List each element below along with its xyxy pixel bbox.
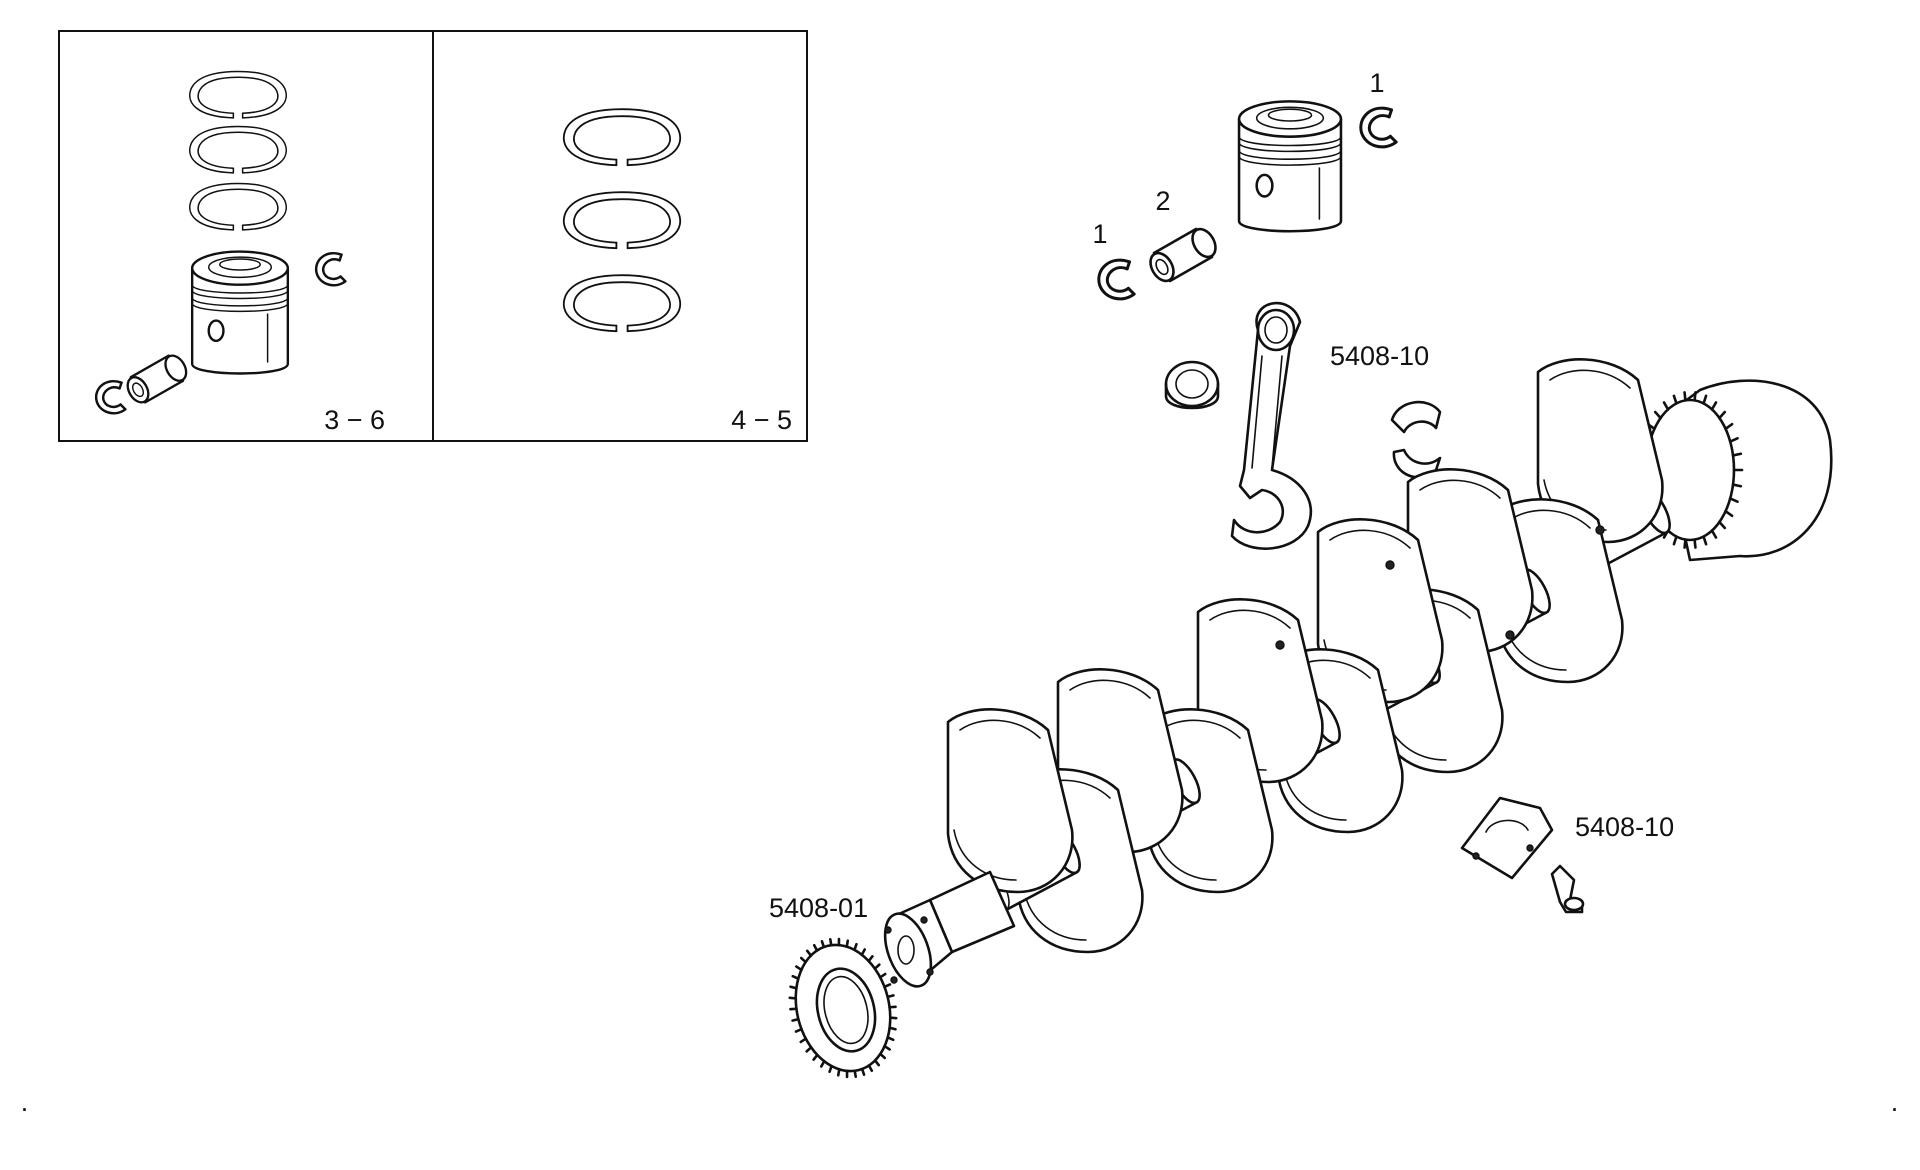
snap-ring xyxy=(1359,106,1398,149)
compression-ring-1 xyxy=(189,70,287,119)
snap-ring xyxy=(314,251,347,287)
ring-set-inset xyxy=(562,108,682,333)
snap-ring xyxy=(94,379,127,415)
piston-pin-bushing xyxy=(1144,223,1222,287)
compression-ring-2 xyxy=(189,125,287,174)
bearing-bolt xyxy=(1550,864,1585,914)
piston xyxy=(190,250,290,375)
compression-ring-2 xyxy=(562,191,682,250)
range-label-right: 4 − 5 xyxy=(731,405,792,435)
callout-conrod-group: 5408-10 xyxy=(1330,341,1429,371)
crankshaft xyxy=(883,358,1833,988)
snap-ring xyxy=(1097,258,1136,301)
edge-mark-left: · xyxy=(20,1093,29,1123)
callout-main-bearing-group: 5408-10 xyxy=(1575,812,1674,842)
main-piston-group xyxy=(1097,100,1398,301)
connecting-rod xyxy=(1230,301,1313,550)
main-bearing-shell xyxy=(1460,796,1554,880)
crankshaft-gear xyxy=(788,937,898,1079)
inset-panels xyxy=(58,30,808,442)
oil-ring xyxy=(189,182,287,231)
compression-ring-1 xyxy=(562,108,682,167)
callout-gear-group: 5408-01 xyxy=(769,893,868,923)
small-end-bushing xyxy=(1164,360,1220,410)
oil-ring xyxy=(562,274,682,333)
piston xyxy=(1237,100,1343,233)
conrod-bearing-shells xyxy=(1390,400,1442,479)
piston-pin xyxy=(122,350,192,408)
range-label-left: 3 − 6 xyxy=(324,405,385,435)
callout-snap-ring-left: 1 xyxy=(1092,219,1107,249)
callout-pin-bushing: 2 xyxy=(1155,186,1170,216)
callout-snap-ring-top: 1 xyxy=(1369,68,1384,98)
piston-assembly-inset xyxy=(94,70,347,415)
edge-mark-right: · xyxy=(1890,1093,1899,1123)
